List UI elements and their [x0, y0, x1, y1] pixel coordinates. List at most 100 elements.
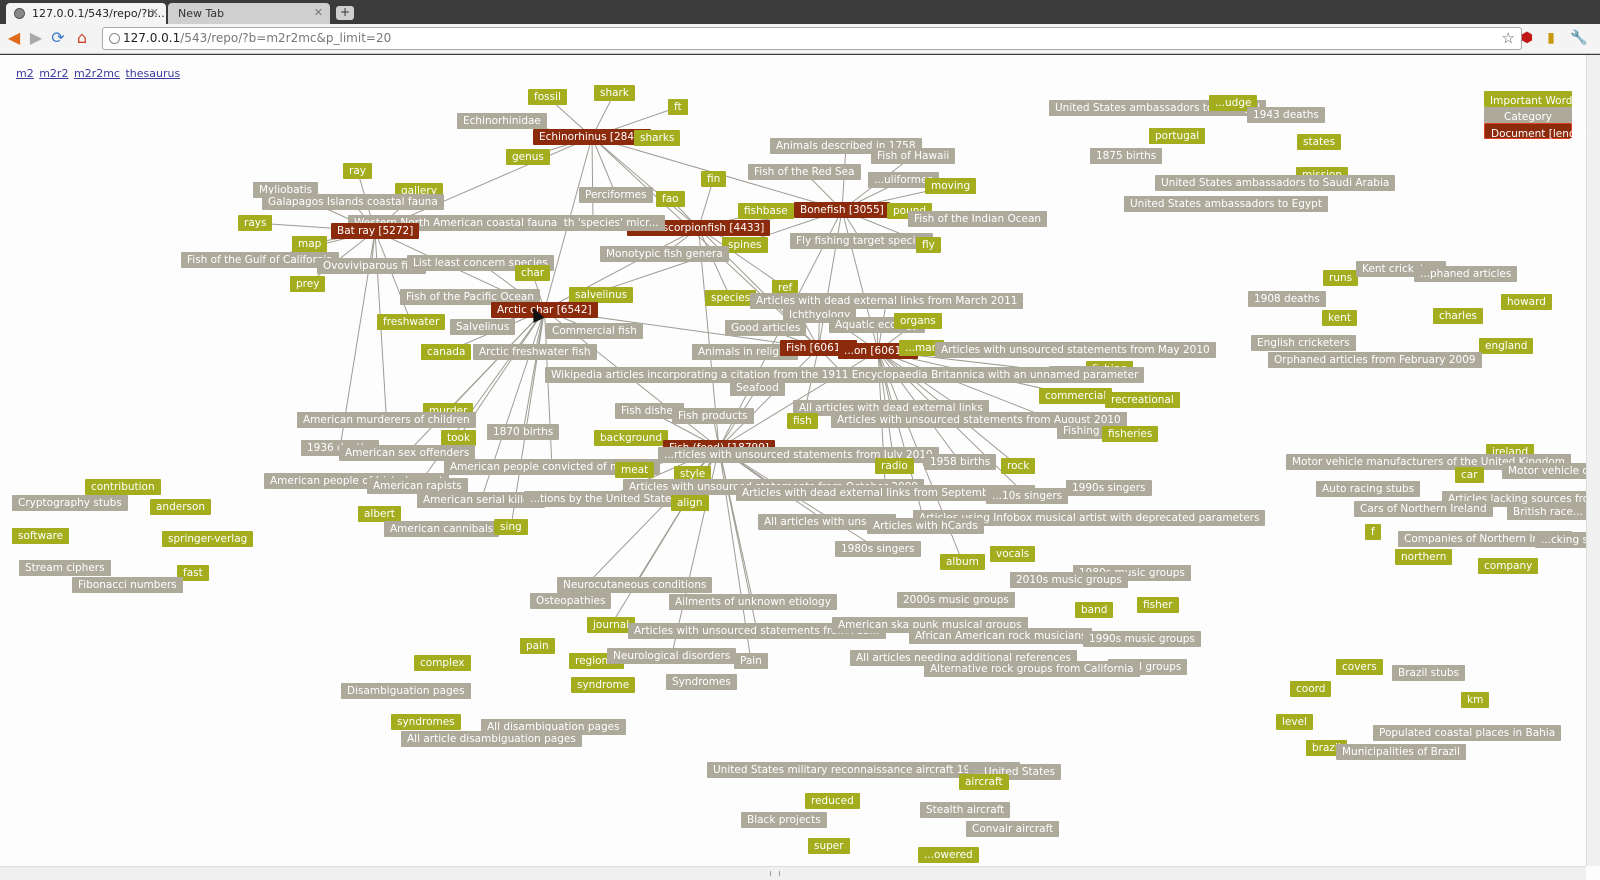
category-node[interactable]: Articles with unsourced statements from …	[831, 412, 1127, 428]
link-m2r2[interactable]: m2r2	[39, 67, 69, 80]
category-node[interactable]: American serial killers	[417, 492, 546, 508]
category-node[interactable]: American murderers of children	[297, 412, 476, 428]
category-node[interactable]: Municipalities of Brazil	[1336, 744, 1466, 760]
word-node[interactable]: style	[674, 466, 712, 482]
word-node[interactable]: syndromes	[391, 714, 461, 730]
category-node[interactable]: All article disambiguation pages	[401, 731, 582, 747]
category-node[interactable]: Motor vehicle comp...	[1502, 463, 1600, 479]
word-node[interactable]: pain	[520, 638, 555, 654]
category-node[interactable]: Echinorhinidae	[457, 113, 547, 129]
category-node[interactable]: 1958 births	[924, 454, 997, 470]
word-node[interactable]: moving	[925, 178, 977, 194]
category-node[interactable]: Disambiguation pages	[341, 683, 471, 699]
category-node[interactable]: 2010s music groups	[1010, 572, 1128, 588]
category-node[interactable]: 1875 births	[1090, 148, 1163, 164]
category-node[interactable]: Fishing	[1057, 423, 1106, 439]
tab-new-tab[interactable]: New Tab ✕	[168, 3, 330, 24]
word-node[interactable]: recreational	[1105, 392, 1180, 408]
word-node[interactable]: prey	[290, 276, 326, 292]
category-node[interactable]: Stealth aircraft	[920, 802, 1011, 818]
link-m2r2mc[interactable]: m2r2mc	[73, 67, 120, 80]
category-node[interactable]: ...10s singers	[986, 488, 1069, 504]
category-node[interactable]: Motor vehicle manufacturers of the Unite…	[1286, 454, 1572, 470]
category-node[interactable]: African American rock musicians	[909, 628, 1093, 644]
document-node[interactable]: ...on [60617]	[838, 343, 919, 359]
word-node[interactable]: company	[1478, 558, 1539, 574]
category-node[interactable]: American people convicted of murde...	[444, 459, 661, 475]
category-node[interactable]: Good articles	[725, 320, 807, 336]
word-node[interactable]: level	[1276, 714, 1313, 730]
word-node[interactable]: km	[1461, 692, 1490, 708]
word-node[interactable]: align	[671, 495, 709, 511]
category-node[interactable]: Fly fishing target species	[790, 233, 934, 249]
category-node[interactable]: United States military reconnaissance ai…	[707, 762, 1021, 778]
category-node[interactable]: Stream ciphers	[19, 560, 111, 576]
word-node[interactable]: fast	[177, 565, 209, 581]
category-node[interactable]: Commercial fish	[546, 323, 643, 339]
word-node[interactable]: journal	[587, 617, 636, 633]
category-node[interactable]: Arctic freshwater fish	[473, 344, 597, 360]
word-node[interactable]: salvelinus	[569, 287, 634, 303]
word-node[interactable]: vocals	[990, 546, 1036, 562]
category-node[interactable]: Articles with dead external links from M…	[750, 293, 1024, 309]
word-node[interactable]: commercial	[1039, 388, 1113, 404]
category-node[interactable]: Osteopathies	[530, 593, 612, 609]
category-node[interactable]: Neurological disorders	[607, 648, 737, 664]
address-bar[interactable]: 127.0.0.1/543/repo/?b=m2r2mc&p_limit=20 …	[102, 27, 1522, 50]
word-node[interactable]: ...man	[899, 340, 945, 356]
category-node[interactable]: 1943 deaths	[1247, 107, 1325, 123]
category-node[interactable]: Companies of Northern Ireland	[1398, 531, 1572, 547]
category-node[interactable]: Convair aircraft	[966, 821, 1060, 837]
category-node[interactable]: 1990s singers	[1066, 480, 1152, 496]
word-node[interactable]: ref	[772, 280, 799, 296]
word-node[interactable]: radio	[875, 458, 914, 474]
category-node[interactable]: Fish of the Gulf of California	[181, 252, 339, 268]
document-node[interactable]: Bat ray [5272]	[331, 223, 420, 239]
word-node[interactable]: fish	[787, 413, 818, 429]
category-node[interactable]: Orphaned articles from February 2009	[1268, 352, 1482, 368]
word-node[interactable]: f	[1365, 524, 1381, 540]
category-node[interactable]: Cryptography stubs	[12, 495, 128, 511]
category-node[interactable]: Fish of Hawaii	[871, 148, 956, 164]
link-thesaurus[interactable]: thesaurus	[125, 67, 181, 80]
word-node[interactable]: super	[808, 838, 850, 854]
word-node[interactable]: springer-verlag	[162, 531, 254, 547]
word-node[interactable]: fishbase	[738, 203, 794, 219]
word-node[interactable]: ...udge	[1209, 95, 1258, 111]
category-node[interactable]: Articles with unsourced statements from …	[628, 623, 886, 639]
word-node[interactable]: rock	[1001, 458, 1036, 474]
home-icon[interactable]: ⌂	[76, 28, 88, 47]
category-node[interactable]: Neurocutaneous conditions	[557, 577, 713, 593]
category-node[interactable]: United States ambassadors to Saudi Arabi…	[1155, 175, 1396, 191]
word-node[interactable]: contribution	[85, 479, 161, 495]
word-node[interactable]: covers	[1336, 659, 1383, 675]
adblock-icon[interactable]: ⬢	[1520, 30, 1534, 46]
category-node[interactable]: Fibonacci numbers	[72, 577, 183, 593]
bookmark-star-icon[interactable]: ☆	[1501, 29, 1515, 47]
word-node[interactable]: albert	[358, 506, 401, 522]
category-node[interactable]: Animals in religi...	[692, 344, 799, 360]
category-node[interactable]: Fish dishes	[615, 403, 685, 419]
word-node[interactable]: syndrome	[571, 677, 636, 693]
word-node[interactable]: freshwater	[377, 314, 446, 330]
category-node[interactable]: Fish of the Red Sea	[748, 164, 861, 180]
category-node[interactable]: English cricketers	[1251, 335, 1356, 351]
word-node[interactable]: band	[1075, 602, 1114, 618]
category-node[interactable]: Articles with unsourced statements from …	[935, 342, 1216, 358]
category-node[interactable]: Perciformes	[579, 187, 653, 203]
word-node[interactable]: sing	[494, 519, 528, 535]
word-node[interactable]: meat	[615, 462, 655, 478]
forward-arrow-icon[interactable]: ▶	[29, 28, 43, 47]
word-node[interactable]: canada	[421, 344, 472, 360]
category-node[interactable]: All articles with unsou...	[758, 514, 896, 530]
new-tab-button[interactable]: +	[336, 6, 354, 20]
category-node[interactable]: United States ambassadors to Egypt	[1124, 196, 1328, 212]
category-node[interactable]: Brazil stubs	[1392, 665, 1466, 681]
category-node[interactable]: ...phaned articles	[1414, 266, 1518, 282]
category-node[interactable]: Wikipedia articles incorporating a citat…	[545, 367, 1145, 383]
horizontal-scrollbar[interactable]	[0, 866, 1586, 880]
word-node[interactable]: fao	[656, 191, 685, 207]
category-node[interactable]: Alternative rock groups from California	[924, 661, 1140, 677]
word-node[interactable]: fly	[916, 237, 941, 253]
vertical-scrollbar[interactable]	[1586, 55, 1600, 866]
